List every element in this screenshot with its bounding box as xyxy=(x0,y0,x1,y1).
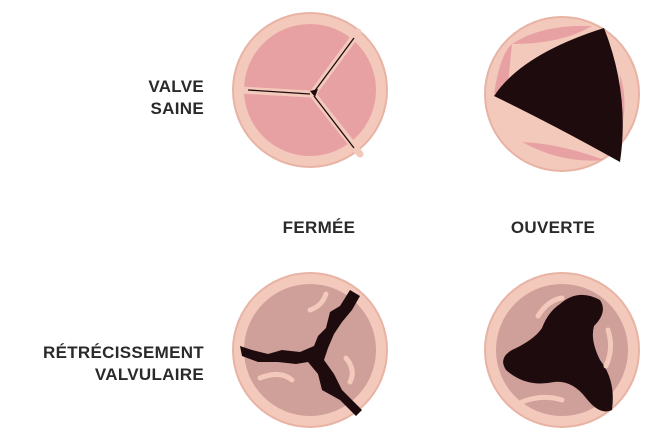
stenotic-closed-valve xyxy=(230,270,390,430)
column-label-open: OUVERTE xyxy=(498,218,608,238)
healthy-open-valve xyxy=(482,14,642,174)
row-label-stenosis-line1: RÉTRÉCISSEMENT xyxy=(43,342,204,364)
row-label-healthy-line2: SAINE xyxy=(148,98,204,120)
column-label-closed: FERMÉE xyxy=(264,218,374,238)
healthy-closed-valve xyxy=(230,10,390,170)
row-label-valve-stenosis: RÉTRÉCISSEMENT VALVULAIRE xyxy=(43,342,204,386)
row-label-healthy-valve: VALVE SAINE xyxy=(148,76,204,120)
stenotic-open-valve xyxy=(482,270,642,430)
row-label-healthy-line1: VALVE xyxy=(148,76,204,98)
row-label-stenosis-line2: VALVULAIRE xyxy=(43,364,204,386)
